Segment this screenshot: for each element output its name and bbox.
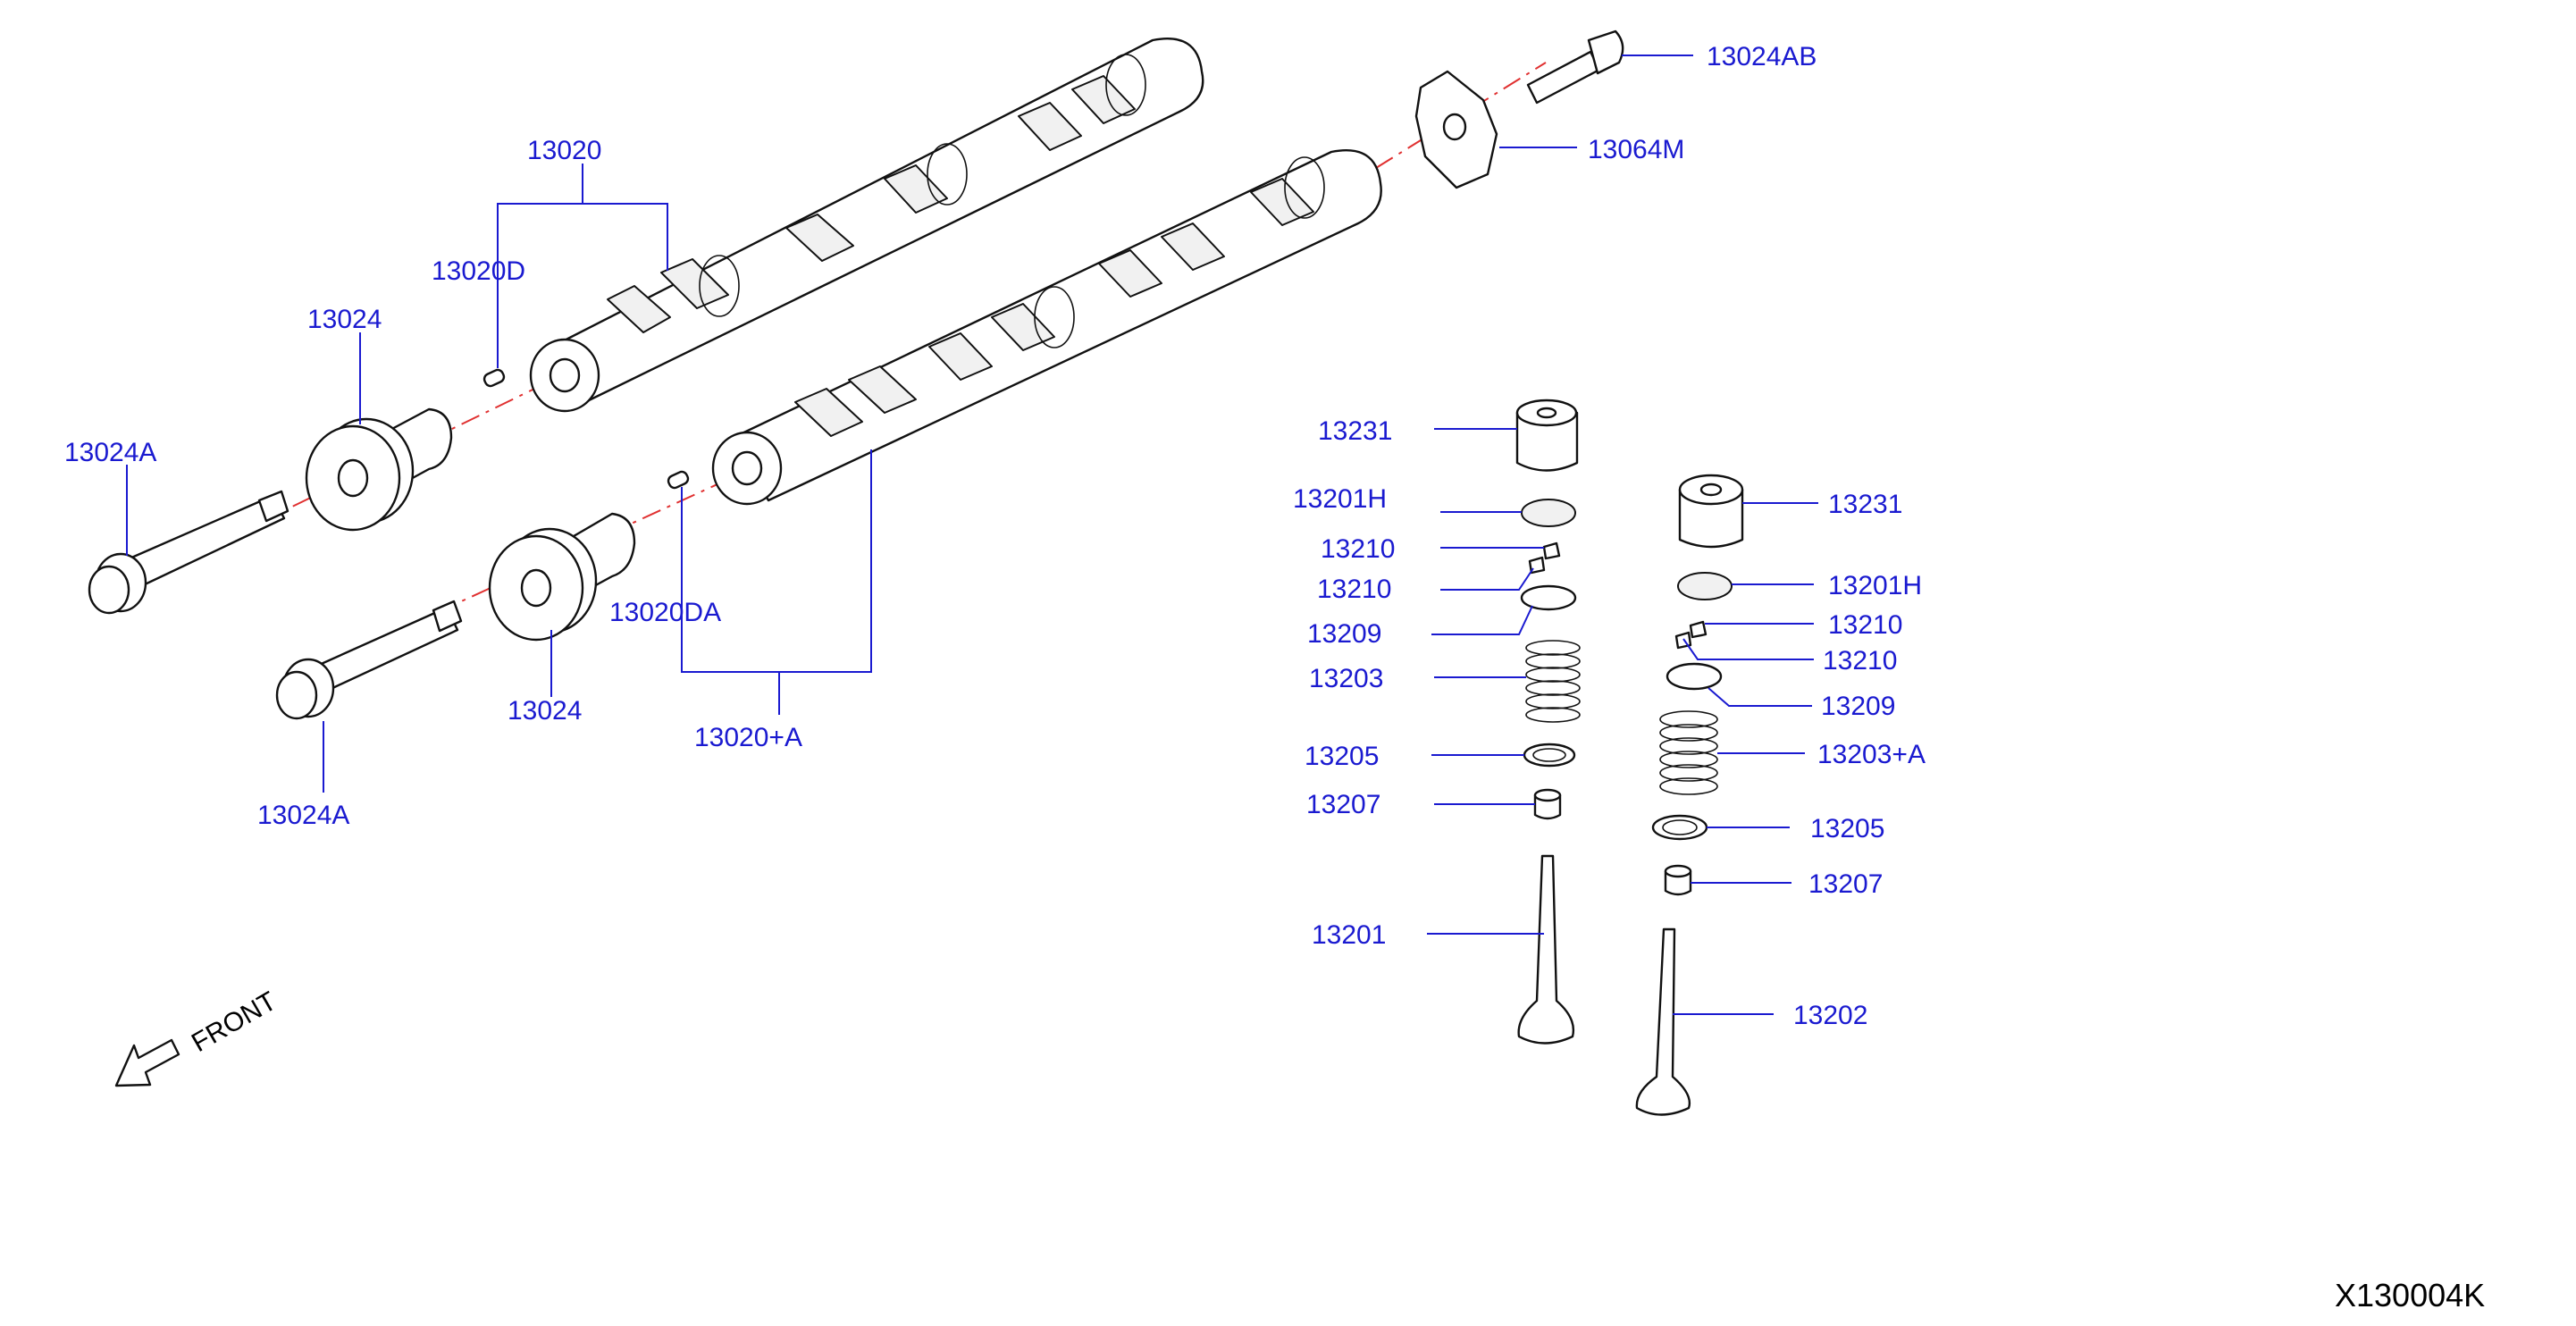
label-seat-right: 13205 [1810,814,1884,843]
label-bolt-lower: 13024A [257,801,349,830]
label-shim-right: 13201H [1828,571,1922,600]
valve-stack-left [1515,399,1581,1045]
label-spring-right: 13203+A [1817,740,1926,769]
rear-plate [1414,70,1498,189]
label-shim-left: 13201H [1293,484,1387,514]
bolt-upper [88,490,289,615]
camshaft-upper [529,38,1204,413]
label-spring-left: 13203 [1309,664,1383,693]
label-collet-right-b: 13210 [1823,646,1897,676]
front-label: FRONT [187,986,281,1058]
sprocket-upper [305,407,453,532]
label-valve-intake: 13201 [1312,920,1386,950]
label-dowel-upper: 13020D [432,256,525,286]
drawing-code: X130004K [2335,1277,2485,1313]
label-collet-left-a: 13210 [1321,534,1395,564]
camshaft-lower [711,149,1382,506]
bolt-lower [275,600,463,720]
label-retainer-right: 13209 [1821,692,1895,721]
label-seal-left: 13207 [1306,790,1380,819]
label-camshaft-intake: 13020+A [694,723,802,752]
front-direction-indicator: FRONT [114,986,281,1087]
label-collet-right-a: 13210 [1828,610,1902,640]
label-valve-exhaust: 13202 [1793,1001,1867,1030]
label-lifter-left: 13231 [1318,416,1392,446]
label-collet-left-b: 13210 [1317,575,1391,604]
valve-stack-right [1635,474,1744,1116]
label-lifter-right: 13231 [1828,490,1902,519]
label-retainer-left: 13209 [1307,619,1381,649]
label-seal-right: 13207 [1808,869,1883,899]
bolt-rear [1526,29,1624,105]
front-arrow-icon [114,1038,180,1087]
label-sprocket-upper: 13024 [307,305,382,334]
label-plate-rear: 13064M [1588,135,1684,164]
label-camshaft-exhaust: 13020 [527,136,601,165]
leader-lines [126,55,1818,1015]
label-dowel-lower: 13020DA [609,598,721,627]
label-bolt-upper: 13024A [64,438,156,467]
label-sprocket-lower: 13024 [508,696,582,726]
label-seat-left: 13205 [1305,742,1379,771]
dowel-pins [482,368,690,490]
part-labels: 13020 13020D 13024 13024A 13020DA 13024 … [64,42,1926,1030]
label-bolt-rear: 13024AB [1707,42,1817,71]
sprocket-lower [488,512,636,642]
center-axis-lines [258,62,1547,613]
